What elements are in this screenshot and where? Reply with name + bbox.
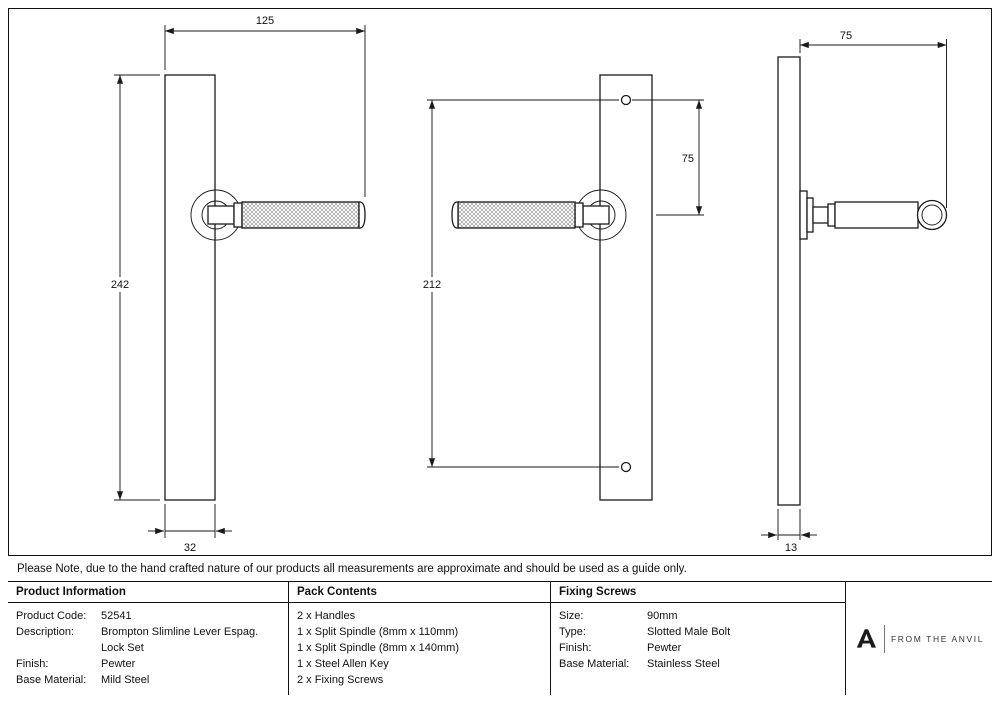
knurled-grip	[241, 201, 360, 229]
col-header-fixing-screws: Fixing Screws	[551, 582, 845, 603]
col-product-info: Product Information Product Code: 52541 …	[8, 582, 288, 695]
lever-handle-rear	[451, 201, 610, 229]
row-base-material: Base Material: Stainless Steel	[559, 656, 837, 672]
front-view-exterior: 125 242 32	[104, 15, 366, 554]
row-type: Type: Slotted Male Bolt	[559, 624, 837, 640]
dim-plate-thickness: 13	[761, 509, 817, 554]
note-text: Please Note, due to the hand crafted nat…	[17, 562, 687, 575]
screw-hole-top	[620, 94, 632, 106]
col-header-pack-contents: Pack Contents	[289, 582, 550, 603]
col-pack-contents: Pack Contents 2 x Handles 1 x Split Spin…	[288, 582, 550, 695]
brand-logo: FROM THE ANVIL	[851, 624, 987, 653]
col-brand: FROM THE ANVIL	[845, 582, 992, 695]
col-header-product-info: Product Information	[8, 582, 288, 603]
brand-name: FROM THE ANVIL	[890, 633, 985, 644]
knurled-grip	[457, 201, 576, 229]
row-value: Brompton Slimline Lever Espag. Lock Set	[101, 624, 258, 656]
pack-item: 1 x Split Spindle (8mm x 140mm)	[297, 642, 459, 654]
row-label: Finish:	[16, 658, 49, 670]
pack-item: 1 x Steel Allen Key	[297, 658, 389, 670]
row-label: Finish:	[559, 642, 592, 654]
col-fixing-screws: Fixing Screws Size: 90mm Type: Slotted M…	[550, 582, 845, 695]
backplate-rear	[599, 74, 653, 501]
dim-label-hole-to-centre: 75	[682, 153, 694, 165]
row-label: Base Material:	[16, 674, 87, 686]
row-label: Type:	[559, 626, 586, 638]
dim-label-plate-thickness: 13	[785, 542, 797, 554]
dim-plate-width: 32	[148, 504, 232, 554]
dim-label-hole-spacing: 212	[423, 279, 441, 291]
pack-item: 2 x Handles	[297, 610, 356, 622]
row-finish: Finish: Pewter	[16, 656, 280, 672]
dim-overall-width: 125	[164, 15, 366, 197]
front-view-interior: 212 75	[416, 74, 704, 501]
row-product-code: Product Code: 52541	[16, 608, 280, 624]
dim-hole-to-centre: 75	[632, 99, 704, 216]
row-label: Base Material:	[559, 658, 630, 670]
row-value: Slotted Male Bolt	[647, 626, 731, 638]
dim-projection: 75	[799, 30, 947, 208]
row-value: Stainless Steel	[647, 658, 720, 670]
row-size: Size: 90mm	[559, 608, 837, 624]
pack-item: 2 x Fixing Screws	[297, 674, 384, 686]
pack-item: 1 x Split Spindle (8mm x 110mm)	[297, 626, 459, 638]
lever-handle-side	[799, 190, 948, 240]
backplate-side	[777, 56, 801, 506]
dim-hole-spacing: 212	[416, 99, 619, 468]
brand-divider	[883, 624, 885, 653]
row-value: Mild Steel	[101, 674, 150, 686]
row-label: Size:	[559, 610, 584, 622]
row-label: Description:	[16, 626, 75, 638]
row-value: 52541	[101, 610, 132, 622]
row-value: Pewter	[647, 642, 682, 654]
dim-label-plate-width: 32	[184, 542, 196, 554]
row-value: Pewter	[101, 658, 136, 670]
row-description: Description: Brompton Slimline Lever Esp…	[16, 624, 280, 656]
info-table: Product Information Product Code: 52541 …	[8, 581, 992, 695]
technical-drawing: 125 242 32	[104, 15, 948, 554]
description-line-2: Lock Set	[101, 642, 144, 654]
row-finish: Finish: Pewter	[559, 640, 837, 656]
screw-hole-bottom	[620, 461, 632, 473]
row-value: 90mm	[647, 610, 678, 622]
note-bar: Please Note, due to the hand crafted nat…	[8, 555, 992, 581]
dim-label-plate-height: 242	[111, 279, 129, 291]
row-base-material: Base Material: Mild Steel	[16, 672, 280, 688]
backplate-front	[164, 74, 216, 501]
side-view: 75 13	[761, 30, 948, 554]
row-label: Product Code:	[16, 610, 87, 622]
dim-label-overall-width: 125	[256, 15, 274, 27]
description-line-1: Brompton Slimline Lever Espag.	[101, 626, 259, 638]
lever-handle-front	[207, 201, 366, 229]
dim-plate-height: 242	[104, 74, 160, 501]
anvil-a-icon	[856, 629, 876, 648]
dim-label-projection: 75	[840, 30, 852, 42]
